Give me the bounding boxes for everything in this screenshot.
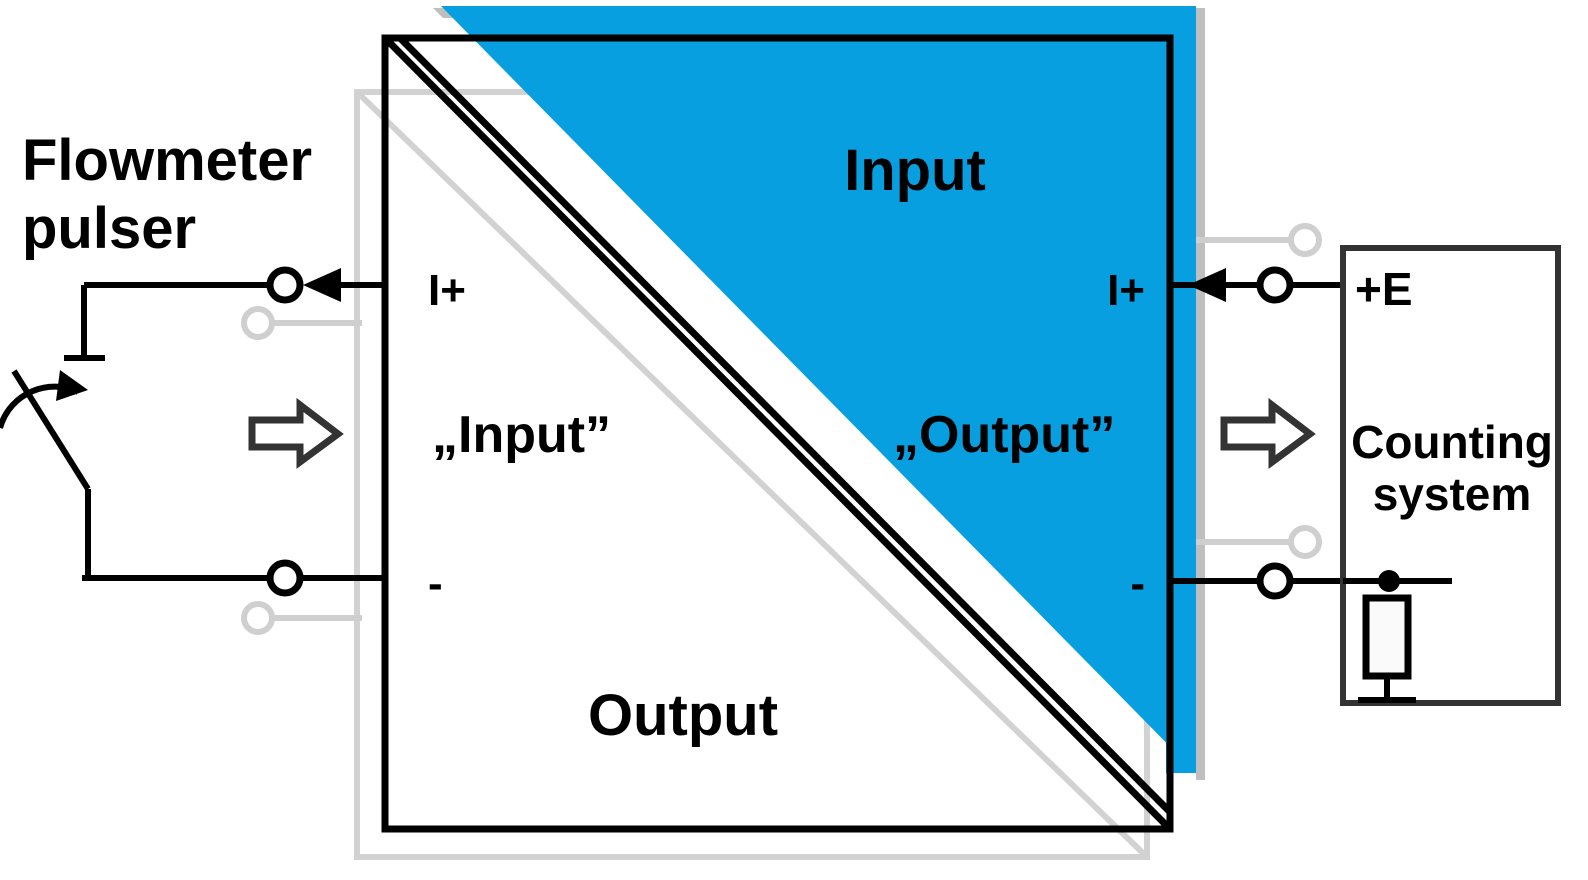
junction-dot-icon — [1378, 570, 1400, 592]
converter-right-terminals[interactable] — [1170, 266, 1343, 600]
flowmeter-pulser-group — [0, 282, 268, 581]
converter-right-positive-label: I+ — [1107, 266, 1145, 315]
terminal-right-negative[interactable] — [1256, 562, 1294, 600]
terminal-right-inactive-upper — [1288, 223, 1322, 257]
right-current-direction-arrow — [1188, 268, 1226, 302]
terminal-left-inactive-lower — [241, 601, 275, 635]
counting-system-supply-label: +E — [1355, 263, 1413, 315]
terminal-right-inactive-lower — [1288, 525, 1322, 559]
counting-system-name-line1: Counting — [1351, 416, 1553, 468]
left-signal-flow-arrow — [248, 397, 344, 469]
right-signal-flow-arrow — [1220, 397, 1316, 469]
converter-left-inactive-terminals — [241, 306, 362, 635]
converter-output-title: Output — [588, 683, 778, 748]
converter-right-negative-label: - — [1130, 559, 1145, 608]
terminal-left-negative[interactable] — [266, 559, 304, 597]
terminal-right-positive[interactable] — [1256, 266, 1294, 304]
flowmeter-label-line1: Flowmeter — [22, 128, 312, 193]
resistor-symbol-icon — [1362, 594, 1412, 680]
converter-left-positive-label: I+ — [428, 266, 466, 315]
terminal-left-inactive-upper — [241, 306, 275, 340]
counting-system-box — [1340, 245, 1561, 706]
left-current-direction-arrow — [303, 268, 341, 302]
switch-actuator-arrowhead-icon — [56, 370, 88, 401]
flowmeter-label-line2: pulser — [22, 196, 196, 261]
converter-main-box — [381, 34, 1174, 833]
converter-input-blue-region — [433, 6, 1205, 780]
converter-left-negative-label: - — [428, 559, 443, 608]
converter-left-terminals[interactable] — [266, 266, 385, 597]
converter-input-quoted-label: „Input” — [432, 406, 611, 464]
counting-system-name-line2: system — [1373, 468, 1532, 520]
terminal-left-positive[interactable] — [266, 266, 304, 304]
converter-right-inactive-terminals — [1196, 223, 1322, 559]
converter-input-title: Input — [844, 138, 986, 203]
converter-output-quoted-label: „Output” — [893, 406, 1115, 464]
